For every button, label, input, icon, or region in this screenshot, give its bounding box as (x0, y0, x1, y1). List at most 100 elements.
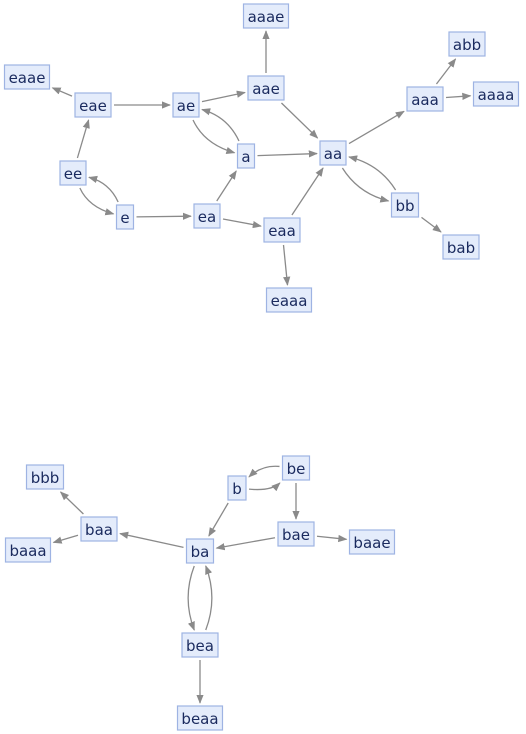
node-label: ba (191, 543, 210, 561)
graph-node-ea: ea (193, 203, 221, 229)
node-box (442, 234, 480, 260)
node-label: eae (79, 97, 107, 115)
node-label: bea (186, 637, 214, 655)
node-label: be (287, 460, 306, 478)
graph-node-aae: aae (247, 75, 285, 101)
node-label: aaa (411, 91, 439, 109)
node-label: aae (252, 80, 280, 98)
edge-aaa-to-aaaa (445, 92, 472, 101)
edge-aaa-to-abb (435, 58, 457, 85)
node-label: aa (324, 145, 342, 163)
graph-node-aaaa: aaaa (472, 81, 520, 107)
node-label: a (241, 148, 250, 166)
edge-ee-to-eae (76, 119, 90, 159)
node-label: bae (282, 526, 310, 544)
node-box (247, 75, 285, 101)
graph-node-bb: bb (390, 192, 420, 218)
node-box (185, 538, 215, 564)
edge-ba-to-bea (187, 565, 195, 631)
graph-node-bea: bea (181, 632, 219, 658)
node-label: ae (177, 97, 195, 115)
node-box (242, 3, 290, 29)
edge-bb-to-aa (348, 155, 397, 191)
edge-a-to-ae (201, 108, 240, 142)
node-label: eaae (9, 69, 46, 87)
edge-ea-to-a (216, 170, 237, 202)
node-label: baae (353, 534, 390, 552)
node-label: aaaa (478, 86, 515, 104)
node-box (59, 160, 87, 186)
graph-node-baaa: baaa (4, 537, 52, 563)
node-label: b (232, 480, 242, 498)
edge-ee-to-e (79, 187, 115, 216)
node-box (80, 516, 118, 542)
edge-ae-to-aae (201, 90, 246, 103)
graph-node-bae: bae (277, 521, 315, 547)
graph-node-eae: eae (74, 92, 112, 118)
node-label: bbb (31, 469, 60, 487)
graph-node-aa: aa (319, 140, 347, 166)
edge-baa-to-baaa (52, 534, 79, 544)
edge-b-to-be (248, 482, 281, 492)
edge-aae-to-aa (281, 102, 319, 139)
graph-node-baae: baae (348, 529, 396, 555)
node-box (348, 529, 396, 555)
node-label: ee (64, 165, 82, 183)
node-label: eaa (268, 222, 296, 240)
edge-bb-to-bab (421, 216, 442, 233)
node-box (227, 475, 247, 501)
node-label: baa (85, 521, 113, 539)
node-box (472, 81, 520, 107)
edge-be-to-b (248, 465, 280, 478)
edges-layer (51, 30, 472, 704)
node-label: bab (447, 239, 475, 257)
node-box (448, 31, 486, 57)
node-box (25, 464, 65, 490)
edge-e-to-ea (136, 212, 192, 220)
edge-b-to-ba (208, 502, 229, 537)
edge-bae-to-baae (316, 534, 348, 543)
node-label: eaaa (271, 292, 308, 310)
edge-ea-to-eaa (222, 218, 262, 229)
graph-node-aaa: aaa (406, 86, 444, 112)
node-box (3, 64, 51, 90)
node-label: beaa (181, 710, 218, 728)
graph-node-abb: abb (448, 31, 486, 57)
node-box (74, 92, 112, 118)
edge-bae-to-ba (215, 537, 276, 551)
graph-node-eaae: eaae (3, 64, 51, 90)
edge-ae-to-a (192, 119, 236, 155)
node-box (277, 521, 315, 547)
node-box (236, 143, 256, 169)
graph-node-beaa: beaa (176, 705, 224, 731)
edge-aa-to-aaa (348, 110, 405, 145)
edge-ba-to-baa (119, 531, 184, 549)
graph-node-a: a (236, 143, 256, 169)
node-box (172, 92, 200, 118)
graph-node-e: e (115, 204, 135, 230)
node-box (263, 217, 301, 243)
edge-baa-to-bbb (59, 491, 84, 515)
graph-node-eaaa: eaaa (265, 287, 313, 313)
node-box (319, 140, 347, 166)
node-box (281, 455, 311, 481)
edge-aa-to-bb (341, 167, 390, 203)
node-label: bb (395, 197, 414, 215)
node-label: ea (198, 208, 216, 226)
node-label: abb (453, 36, 481, 54)
graph-node-b: b (227, 475, 247, 501)
node-box (193, 203, 221, 229)
node-box (115, 204, 135, 230)
graph-node-be: be (281, 455, 311, 481)
node-label: baaa (9, 542, 46, 560)
graph-node-baa: baa (80, 516, 118, 542)
graph-node-bbb: bbb (25, 464, 65, 490)
node-box (4, 537, 52, 563)
edge-eaa-to-aa (291, 167, 324, 216)
edge-e-to-ee (88, 175, 119, 203)
edge-eaa-to-eaaa (282, 244, 291, 286)
graph-node-ae: ae (172, 92, 200, 118)
node-box (390, 192, 420, 218)
